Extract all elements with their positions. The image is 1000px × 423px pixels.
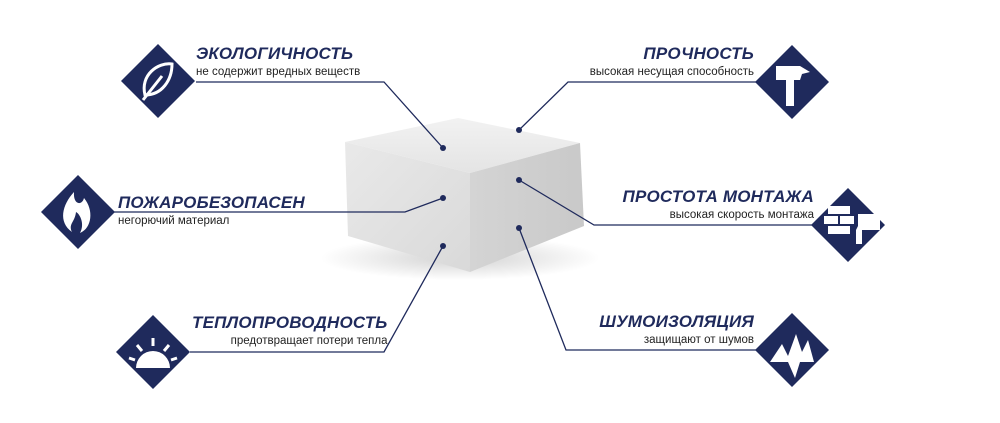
feature-heat: ТЕПЛОПРОВОДНОСТЬ предотвращает потери те… [192,313,388,347]
block-side-face [470,143,584,272]
feature-eco: ЭКОЛОГИЧНОСТЬ не содержит вредных вещест… [196,44,360,78]
flame-icon [41,175,115,249]
feature-mount: ПРОСТОТА МОНТАЖА высокая скорость монтаж… [623,187,814,221]
feature-subtitle: защищают от шумов [643,334,754,346]
leader-line-eco [196,81,444,149]
feature-title: ПРОЧНОСТЬ [643,44,754,63]
leader-dots [440,127,522,249]
feature-subtitle: высокая несущая способность [589,66,754,78]
feature-title: ТЕПЛОПРОВОДНОСТЬ [192,313,388,332]
feature-title: ПРОСТОТА МОНТАЖА [622,187,814,206]
feature-title: ПОЖАРОБЕЗОПАСЕН [118,193,305,212]
feature-subtitle: негорючий материал [118,215,230,227]
feature-subtitle: высокая скорость монтажа [669,209,814,221]
leader-lines [114,81,848,353]
block-front-face [345,142,470,272]
leader-line-heat [190,245,444,353]
trowel-icon [811,188,885,262]
feature-subtitle: предотвращает потери тепла [230,335,388,347]
sound-icon [755,313,829,387]
concrete-block [320,118,600,280]
leader-line-mount [518,179,848,226]
leader-line-strength [518,81,792,131]
sun-icon [116,315,190,389]
hammer-icon [755,45,829,119]
feature-fire: ПОЖАРОБЕЗОПАСЕН негорючий материал [118,193,305,227]
feature-title: ШУМОИЗОЛЯЦИЯ [599,312,754,331]
feature-strength: ПРОЧНОСТЬ высокая несущая способность [590,44,754,78]
leaf-icon [121,44,195,118]
feature-noise: ШУМОИЗОЛЯЦИЯ защищают от шумов [599,312,754,346]
feature-title: ЭКОЛОГИЧНОСТЬ [196,44,354,63]
leader-line-fire [114,197,444,213]
leader-line-noise [518,227,792,351]
feature-subtitle: не содержит вредных веществ [196,66,361,78]
